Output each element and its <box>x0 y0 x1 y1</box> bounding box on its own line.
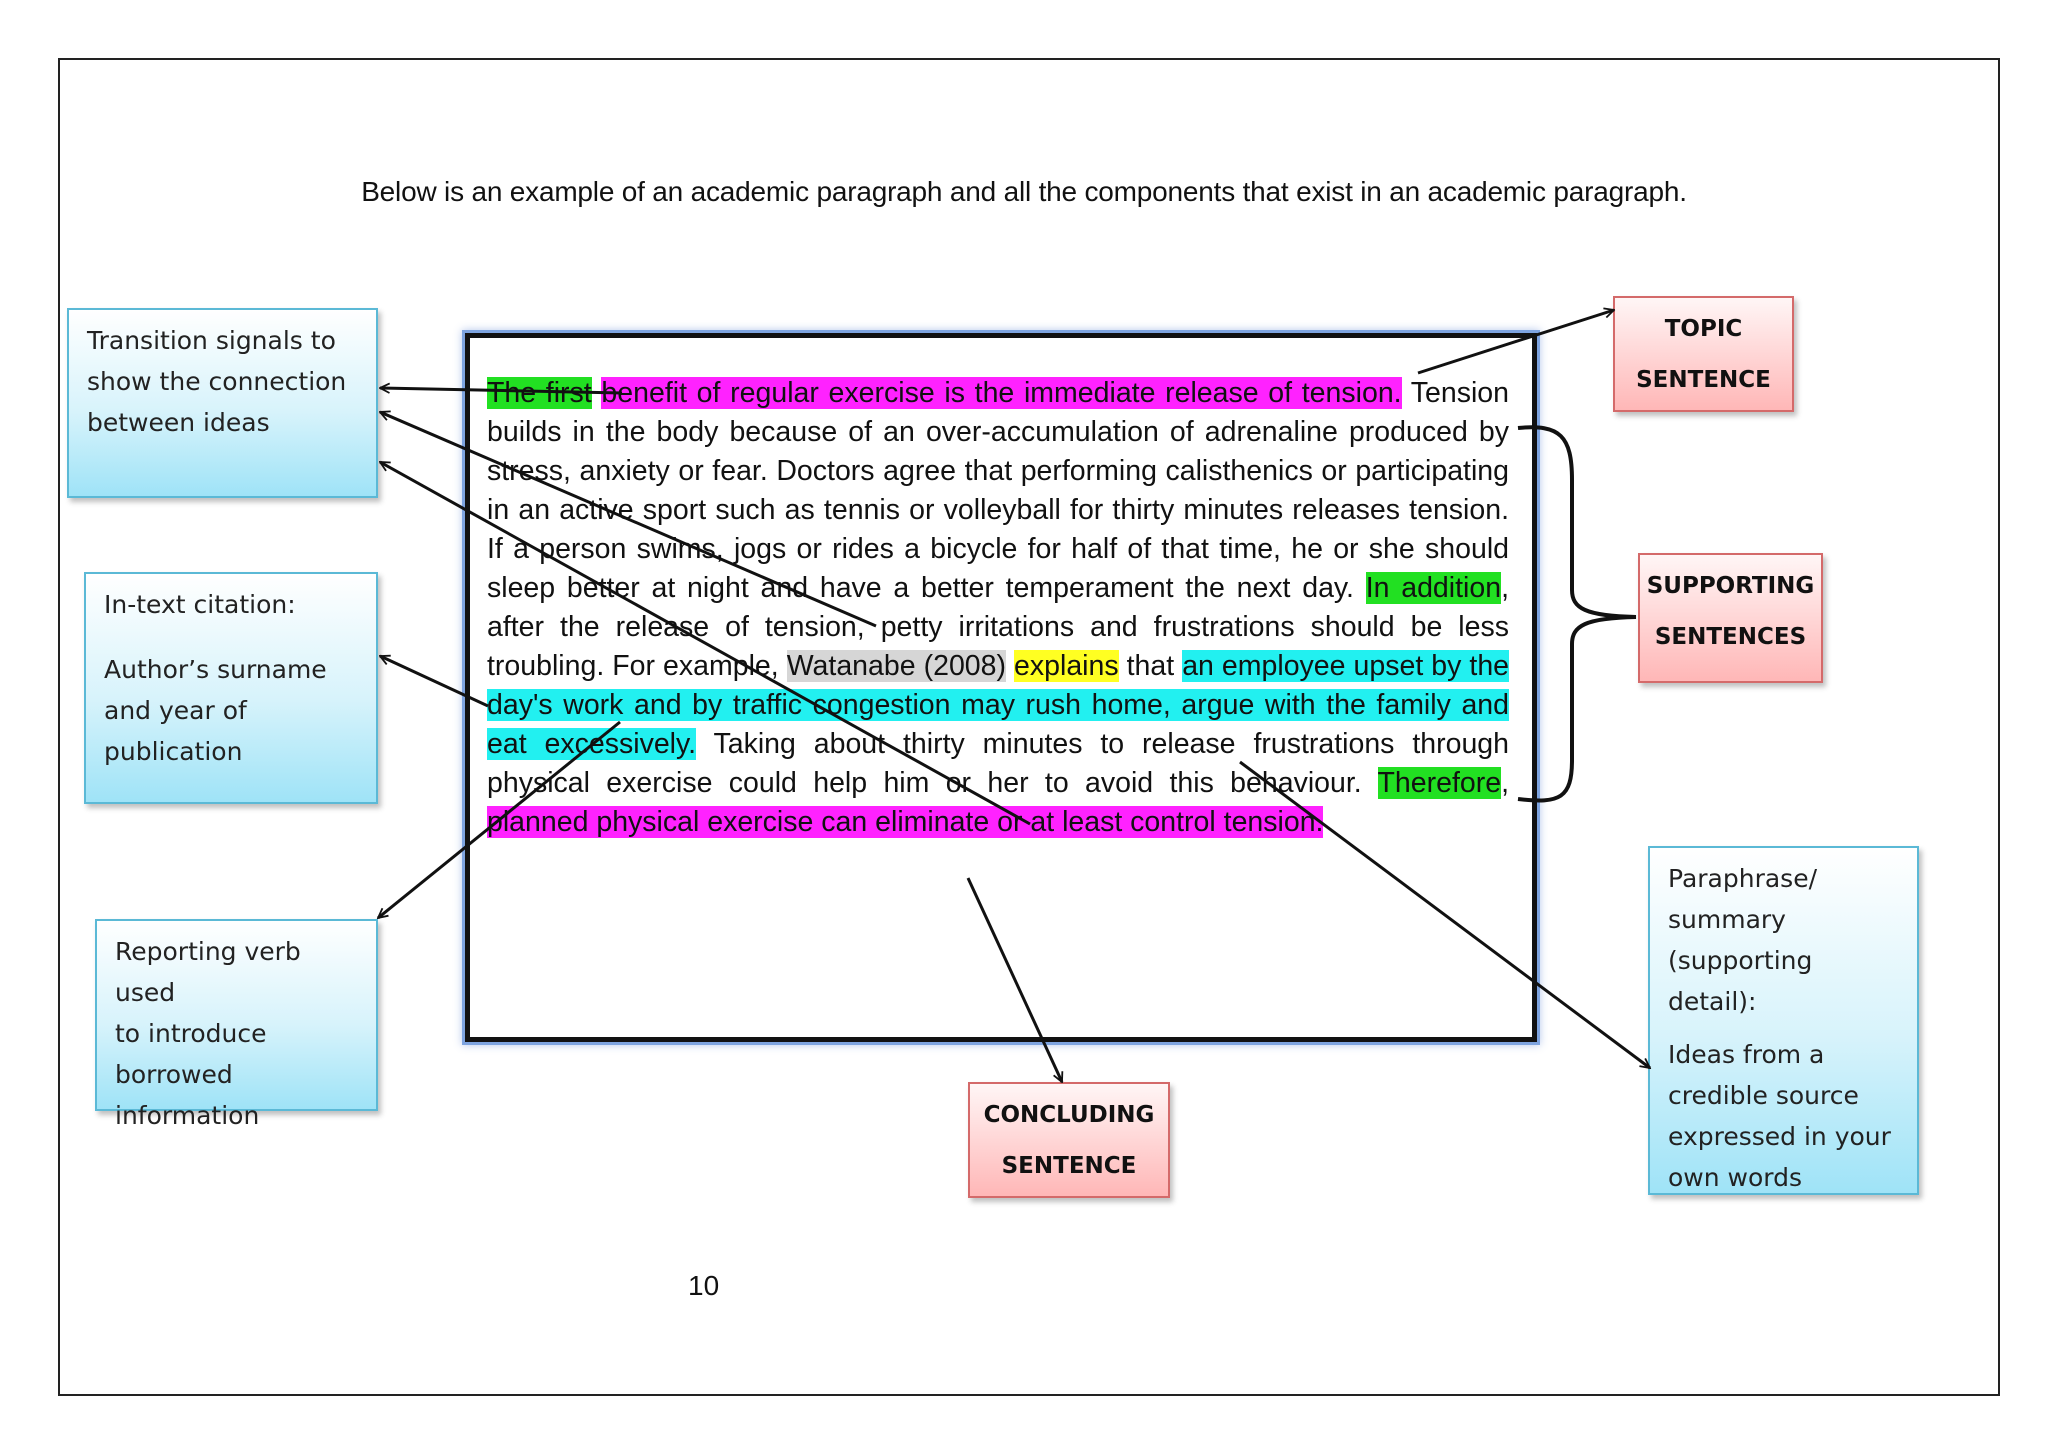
callout-line: Reporting verb used <box>115 937 301 1007</box>
tag-line: TOPIC <box>1664 316 1743 342</box>
callout-line: Ideas from a <box>1668 1040 1825 1069</box>
callout-line: information <box>115 1101 260 1130</box>
in-text-citation: Watanabe (2008) <box>786 650 1006 682</box>
topic-sentence: benefit of regular exercise is the immed… <box>601 377 1402 409</box>
arrow-transition-the-first <box>380 388 623 395</box>
tag-concluding-sentence: CONCLUDING SENTENCE <box>968 1082 1170 1198</box>
callout-line: show the connection <box>87 367 347 396</box>
callout-title: summary <box>1668 905 1786 934</box>
reporting-verb: explains <box>1014 650 1119 682</box>
callout-line: borrowed <box>115 1060 233 1089</box>
callout-line: expressed in your <box>1668 1122 1891 1151</box>
arrow-topic-sentence <box>1417 310 1614 375</box>
callout-reporting-verb: Reporting verb used to introduce borrowe… <box>95 919 378 1130</box>
arrow-paraphrase <box>1239 760 1650 1068</box>
page-number: 10 <box>688 1270 720 1301</box>
callout-transition-signals: Transition signals to show the connectio… <box>67 308 378 498</box>
supporting-text: Tension builds in the body because of an… <box>487 377 1510 604</box>
transition-therefore: Therefore <box>1377 767 1502 799</box>
callout-in-text-citation: In-text citation: Author’s surname and y… <box>84 572 378 804</box>
example-paragraph: The first benefit of regular exercise is… <box>487 374 1510 842</box>
callout-line: own words <box>1668 1163 1803 1192</box>
supporting-text: Taking about thirty minutes to release f… <box>487 728 1509 799</box>
arrow-in-text-citation <box>380 654 489 708</box>
tag-topic-sentence: TOPIC SENTENCE <box>1613 296 1794 412</box>
callout-line: to introduce <box>115 1019 267 1048</box>
concluding-sentence: planned physical exercise can eliminate … <box>487 806 1324 838</box>
callout-paraphrase-summary: Paraphrase/ summary (supporting detail):… <box>1648 846 1919 1195</box>
tag-supporting-sentences: SUPPORTING SENTENCES <box>1638 553 1823 683</box>
callout-line: between ideas <box>87 408 270 437</box>
callout-line: credible source <box>1668 1081 1859 1110</box>
tag-line: SENTENCE <box>1001 1153 1137 1179</box>
intro-text: Below is an example of an academic parag… <box>361 176 1687 207</box>
tag-line: SENTENCES <box>1654 624 1807 650</box>
arrow-transition-therefore <box>380 460 1031 826</box>
tag-line: SENTENCE <box>1636 367 1771 393</box>
text-segment: , <box>1501 767 1509 799</box>
callout-title: Paraphrase/ <box>1668 864 1818 893</box>
paragraph-box <box>465 333 1537 1042</box>
text-segment: that <box>1118 650 1183 682</box>
callout-line: Transition signals to <box>87 326 336 355</box>
callout-line: Author’s surname <box>104 655 327 684</box>
callout-title: In-text citation: <box>104 590 296 619</box>
transition-in-addition: In addition <box>1365 572 1502 604</box>
page-frame <box>58 58 2000 1396</box>
callout-line: and year of <box>104 696 247 725</box>
arrow-concluding-sentence <box>966 877 1064 1082</box>
tag-line: CONCLUDING <box>983 1102 1155 1128</box>
arrow-reporting-verb <box>378 720 621 918</box>
callout-line: publication <box>104 737 243 766</box>
supporting-brace <box>1517 425 1637 803</box>
callout-title: (supporting detail): <box>1668 946 1813 1016</box>
tag-line: SUPPORTING <box>1646 573 1815 599</box>
arrow-transition-in-addition <box>380 412 877 628</box>
